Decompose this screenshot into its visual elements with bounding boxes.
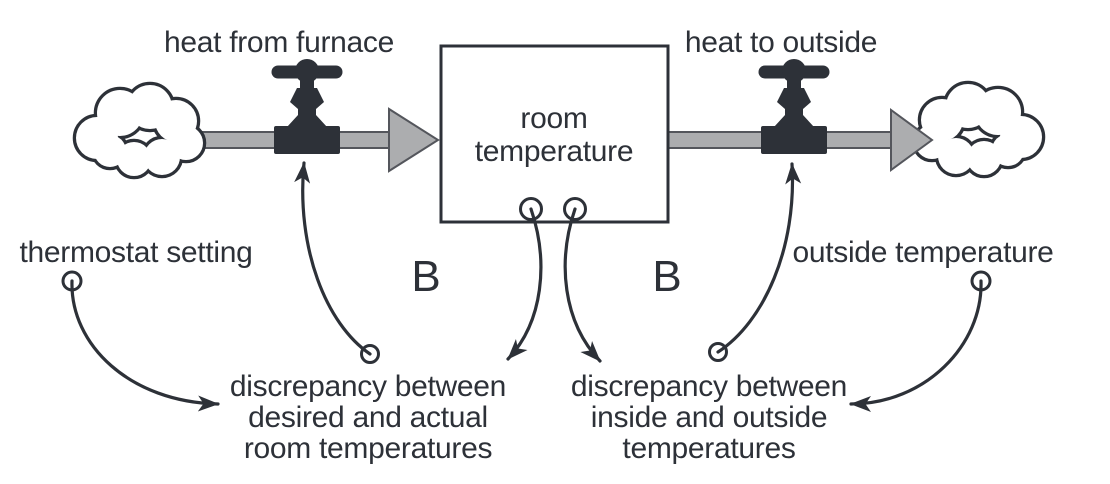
thermostat-setting-label: thermostat setting xyxy=(19,236,252,269)
inflow-label: heat from furnace xyxy=(164,26,394,59)
link-right-discrepancy-to-outflow-valve xyxy=(716,162,802,354)
right-discrepancy-line2: inside and outside xyxy=(591,401,827,434)
right-discrepancy-label: discrepancy between inside and outside t… xyxy=(571,370,847,465)
left-discrepancy-label: discrepancy between desired and actual r… xyxy=(230,370,506,465)
stock-right-origin-circle xyxy=(563,197,587,221)
stock-label-line1: room xyxy=(520,102,587,135)
link-stock-to-right-discrepancy xyxy=(563,207,602,363)
balancing-loop-left-label: B xyxy=(411,252,440,301)
right-discrepancy-line1: discrepancy between xyxy=(571,370,847,403)
outflow-arrowhead xyxy=(890,108,934,172)
inflow-valve-icon xyxy=(274,59,340,154)
thermostat-origin-circle xyxy=(61,270,83,292)
link-stock-to-left-discrepancy xyxy=(506,207,543,361)
outside-temperature-label: outside temperature xyxy=(792,236,1053,269)
link-left-discrepancy-to-inflow-valve xyxy=(294,161,372,356)
balancing-loop-right-label: B xyxy=(652,252,681,301)
stock-box xyxy=(439,44,670,224)
inflow-arrowhead xyxy=(388,107,440,173)
outflow-label: heat to outside xyxy=(685,26,877,59)
right-discrepancy-line3: temperatures xyxy=(622,432,795,465)
left-discrepancy-line3: room temperatures xyxy=(244,432,492,465)
link-thermostat-to-left-discrepancy xyxy=(70,279,220,412)
right-discrepancy-origin-circle xyxy=(708,342,728,362)
stock-left-origin-circle xyxy=(519,197,543,221)
left-discrepancy-line2: desired and actual xyxy=(248,401,488,434)
outflow-valve-icon xyxy=(761,59,827,154)
left-discrepancy-line1: discrepancy between xyxy=(230,370,506,403)
source-cloud-icon xyxy=(76,85,203,176)
left-discrepancy-origin-circle xyxy=(360,344,380,364)
sink-cloud-icon xyxy=(915,84,1042,175)
stock-label-line2: temperature xyxy=(475,135,633,168)
link-outside-temp-to-right-discrepancy xyxy=(849,279,983,412)
outside-temp-origin-circle xyxy=(970,270,992,292)
